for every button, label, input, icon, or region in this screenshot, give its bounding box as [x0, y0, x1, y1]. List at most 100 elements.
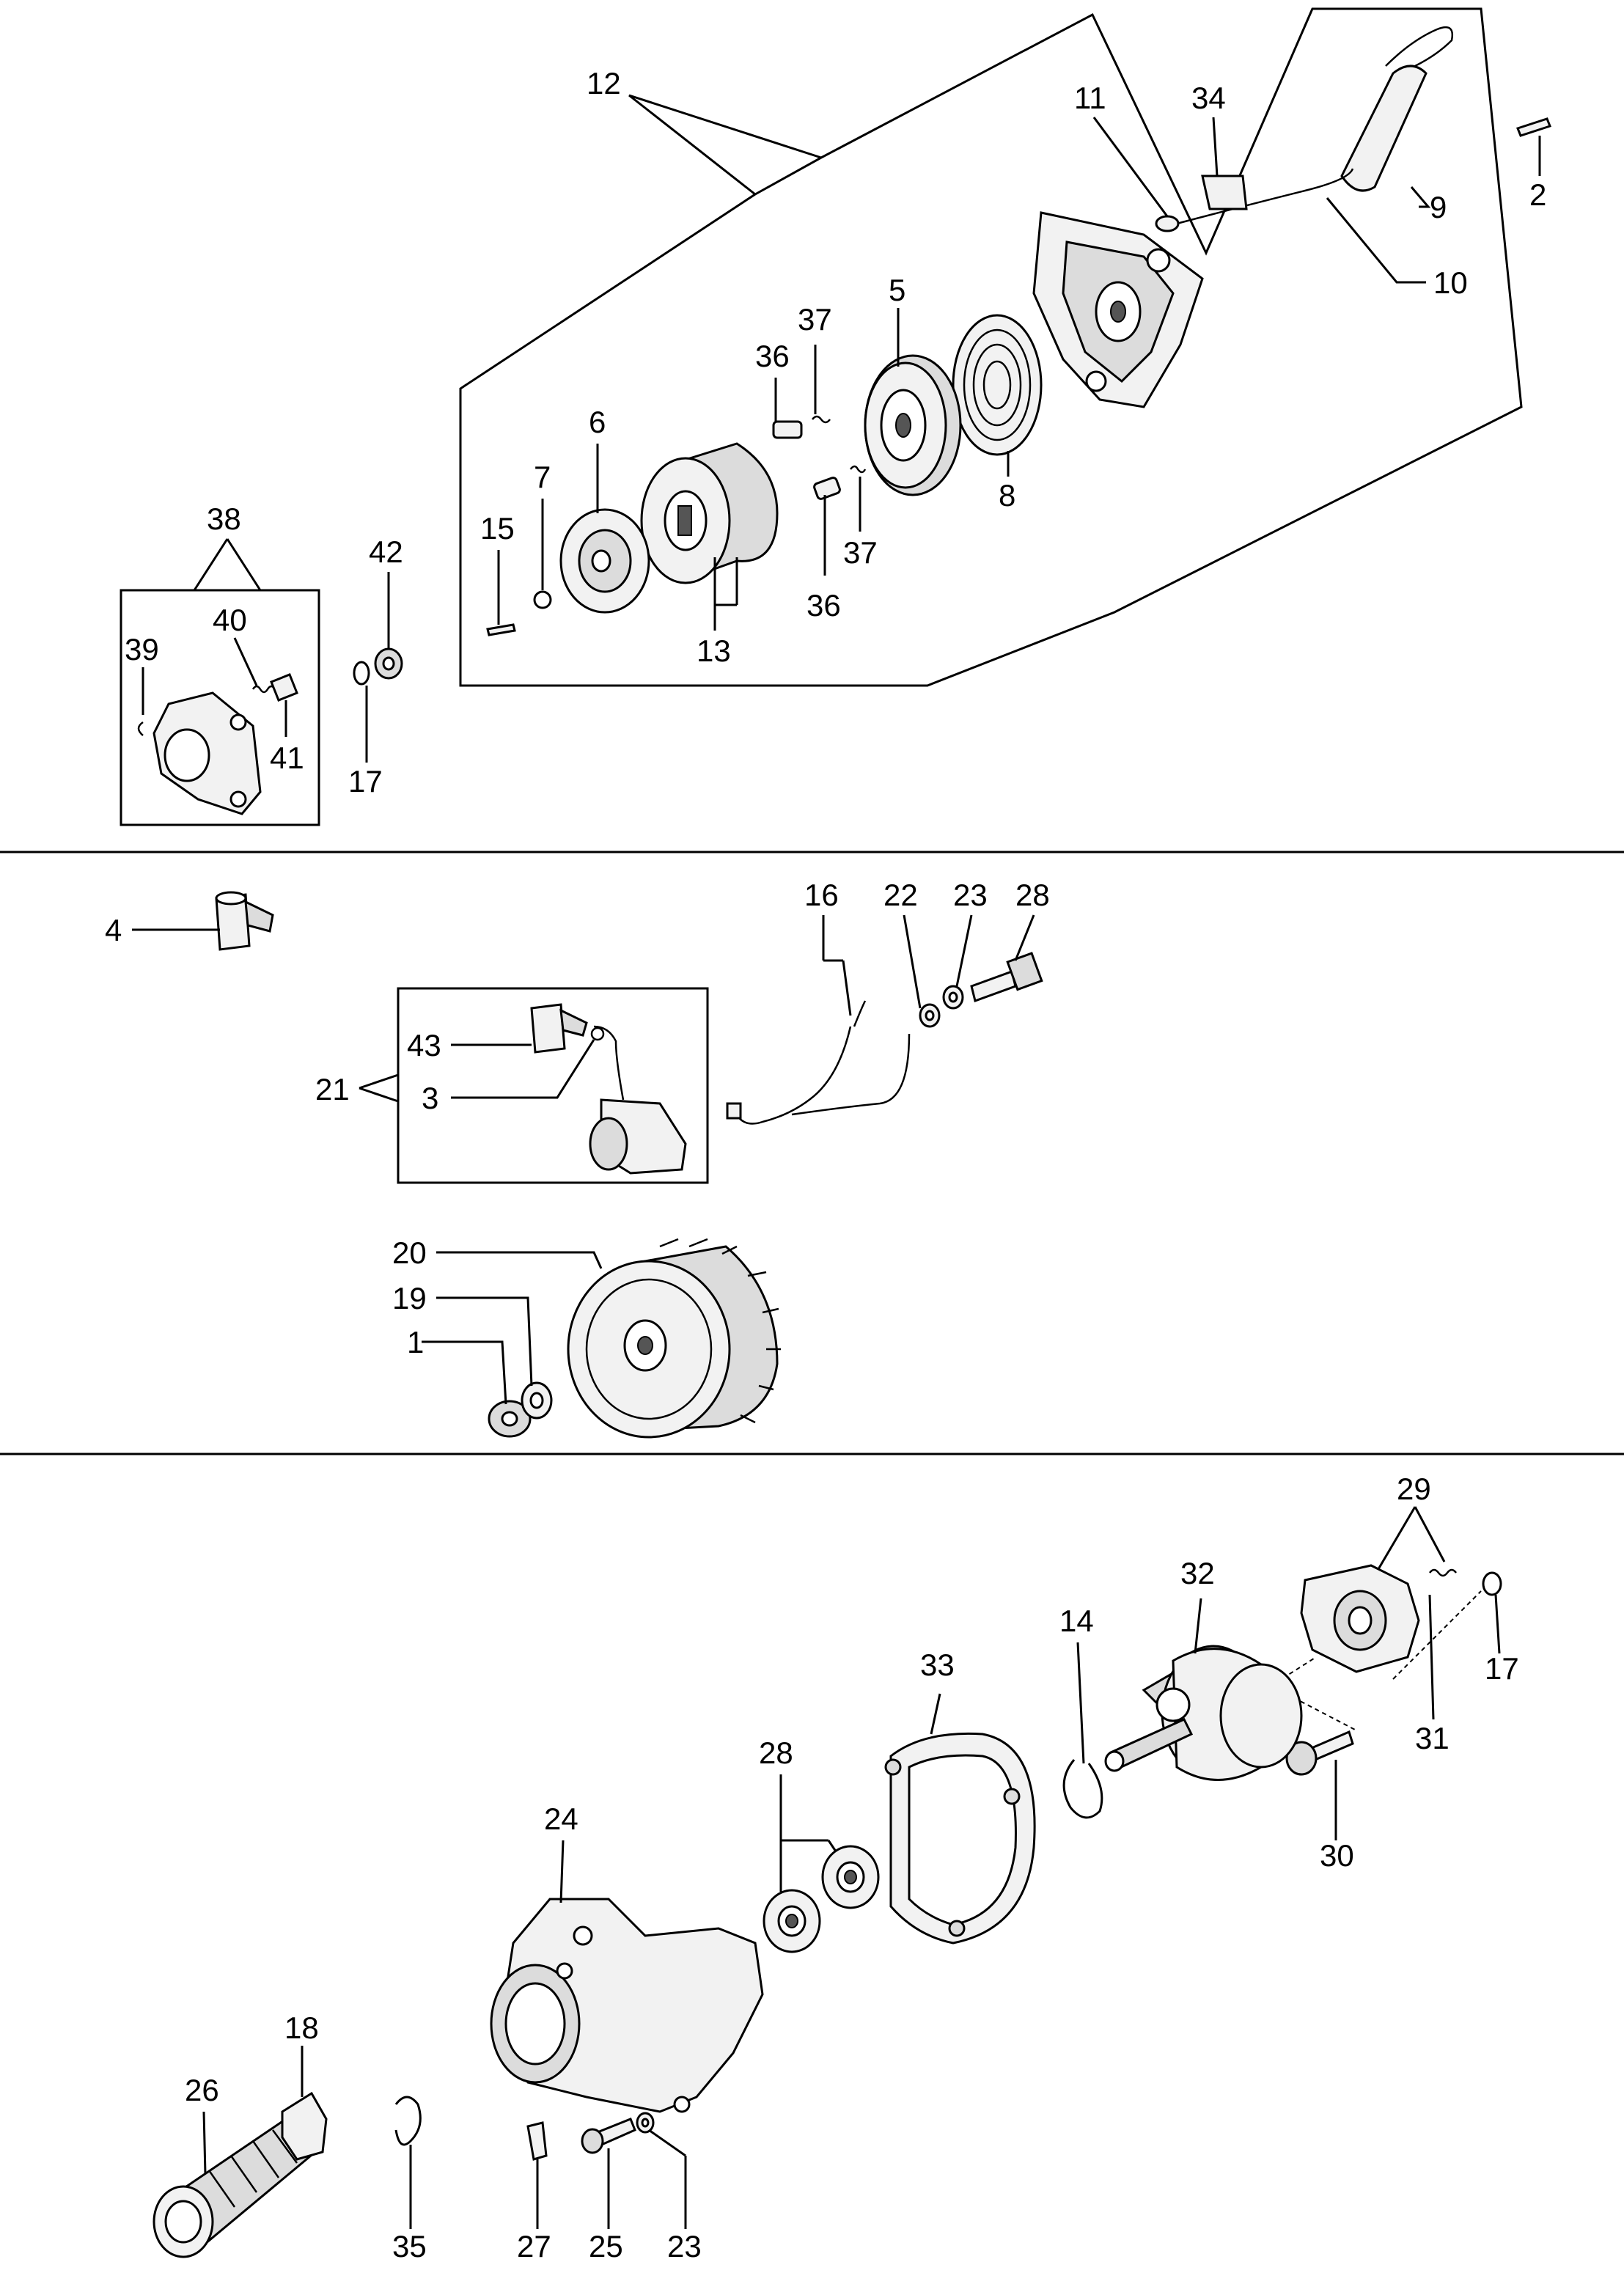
starter-housing — [1032, 211, 1204, 408]
leader-33 — [930, 1693, 941, 1735]
leader-3 — [451, 1039, 595, 1099]
callout-25: 25 — [589, 2229, 623, 2263]
callout-27: 27 — [517, 2229, 551, 2263]
leader-19 — [436, 1296, 533, 1387]
leader-21b — [359, 1087, 399, 1103]
callout-18: 18 — [284, 2011, 319, 2045]
callout-20: 20 — [392, 1235, 427, 1270]
spring-40 — [251, 685, 276, 694]
clutch-assembly — [1300, 1564, 1457, 1673]
leader-12b — [628, 94, 756, 196]
leader-40 — [233, 637, 258, 686]
callout-37b: 37 — [843, 535, 878, 570]
callout-16: 16 — [804, 878, 839, 912]
ignition-coil — [589, 1025, 687, 1175]
rope-clip — [1201, 175, 1248, 210]
leader-23b-join — [648, 2129, 686, 2157]
callout-2: 2 — [1529, 177, 1546, 212]
spring-clip-3 — [590, 1027, 605, 1041]
leader-38b — [226, 538, 262, 591]
callout-17a: 17 — [348, 764, 383, 798]
leader-17b — [1494, 1594, 1501, 1654]
callout-7: 7 — [534, 460, 551, 494]
leader-1 — [422, 1340, 507, 1405]
callout-43: 43 — [407, 1028, 441, 1062]
callout-13: 13 — [697, 634, 731, 668]
pin-41 — [270, 673, 298, 702]
nut-42 — [374, 647, 403, 680]
starter-drum — [640, 442, 779, 584]
callout-24: 24 — [544, 1802, 578, 1836]
leader-9 — [1410, 186, 1431, 208]
callout-22: 22 — [883, 878, 918, 912]
callout-4: 4 — [105, 913, 122, 947]
callout-3: 3 — [422, 1081, 438, 1115]
leader-21a — [359, 1073, 399, 1090]
ignition-coil-box — [397, 987, 709, 1184]
clutch-screw — [1285, 1730, 1354, 1776]
callout-15: 15 — [480, 511, 515, 546]
rope-bushing — [1155, 215, 1180, 232]
coil-plug-cap-43 — [530, 1003, 588, 1054]
leader-23a — [955, 914, 973, 987]
flange-group-box — [120, 589, 320, 826]
callout-31: 31 — [1415, 1721, 1450, 1755]
leader-29a — [1377, 1506, 1417, 1570]
washer-17b — [1482, 1571, 1502, 1596]
callout-40: 40 — [213, 603, 247, 637]
leader-38a — [193, 538, 229, 591]
callout-42: 42 — [369, 535, 403, 569]
washer-22 — [919, 1003, 941, 1028]
starter-handle — [1340, 26, 1454, 192]
spark-plug-cap — [215, 891, 274, 951]
bolt-28a — [970, 970, 1017, 1002]
washer-23b — [636, 2112, 655, 2134]
callout-8: 8 — [999, 478, 1015, 513]
washer-17a — [353, 661, 370, 686]
screw-15 — [486, 623, 516, 636]
leader-14 — [1076, 1642, 1085, 1764]
leader-10 — [1326, 197, 1426, 284]
leader-11 — [1092, 117, 1169, 217]
callout-33: 33 — [920, 1648, 955, 1682]
screw-25 — [581, 2118, 636, 2154]
callout-12: 12 — [587, 66, 621, 100]
callout-28a: 28 — [1015, 878, 1050, 912]
callout-34: 34 — [1191, 81, 1226, 115]
clip-35 — [394, 2096, 422, 2146]
callout-11: 11 — [1074, 81, 1106, 115]
leader-12a — [628, 94, 822, 159]
callout-1: 1 — [407, 1325, 424, 1359]
callout-9: 9 — [1430, 190, 1447, 224]
callout-28b: 28 — [759, 1736, 793, 1770]
bearing-lower — [763, 1889, 821, 1953]
washer-19 — [521, 1381, 553, 1420]
callout-17b: 17 — [1485, 1651, 1519, 1686]
starter-pulley — [864, 354, 962, 496]
leader-24 — [559, 1840, 565, 1903]
callout-26: 26 — [185, 2073, 219, 2107]
clutch-drum — [1104, 1645, 1303, 1781]
screw-2 — [1516, 117, 1551, 137]
nut-1 — [488, 1400, 532, 1438]
leader-28a — [1014, 914, 1035, 961]
seal-18 — [281, 2091, 328, 2161]
callout-37a: 37 — [798, 302, 832, 337]
pawl-spring-lower — [850, 465, 867, 474]
callout-38: 38 — [207, 502, 241, 536]
leader-32 — [1194, 1598, 1202, 1654]
circlip-39 — [137, 721, 144, 736]
washer-7 — [533, 590, 552, 609]
leader-26 — [202, 2111, 207, 2175]
callout-5: 5 — [889, 273, 905, 307]
leader-22 — [903, 914, 922, 1009]
callout-36b: 36 — [807, 588, 841, 623]
ignition-wire-harness — [726, 1000, 911, 1125]
pawl-upper — [772, 420, 803, 439]
callout-14: 14 — [1059, 1604, 1094, 1638]
callout-39: 39 — [125, 632, 159, 667]
clutch-cover — [884, 1732, 1036, 1945]
callout-10: 10 — [1433, 265, 1468, 300]
pin-27 — [526, 2121, 548, 2161]
